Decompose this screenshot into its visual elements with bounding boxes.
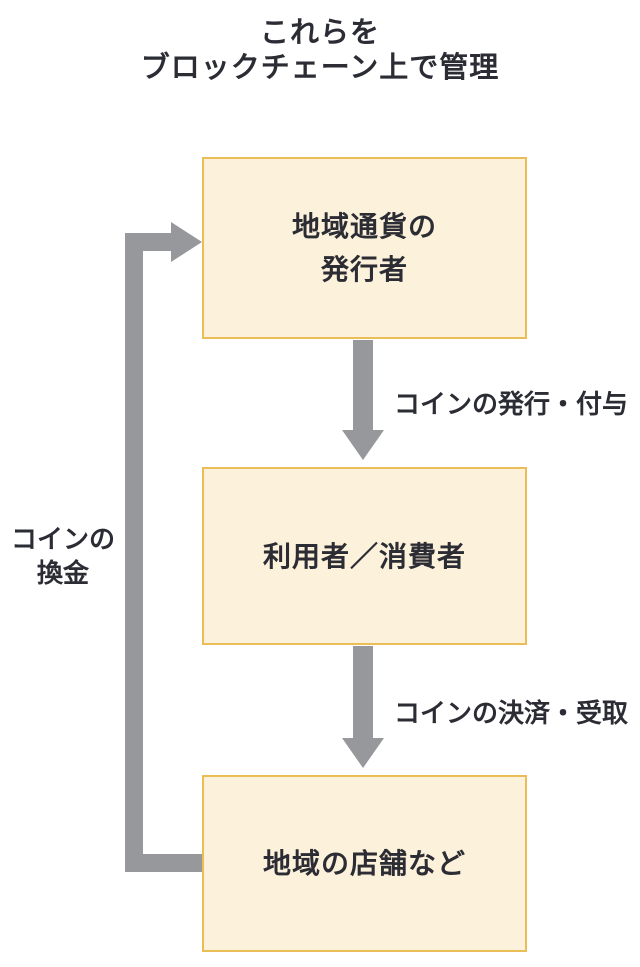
edge-label-coin-redemption-line-2: 換金	[36, 558, 89, 588]
edge-label-coin-redemption: コインの 換金	[8, 522, 118, 590]
arrow-coin-settlement	[342, 646, 384, 768]
node-issuer: 地域通貨の 発行者	[202, 157, 527, 339]
node-issuer-label-line-1: 地域通貨の	[291, 211, 437, 242]
edge-label-coin-issue: コインの発行・付与	[394, 389, 629, 419]
arrow-coin-issue	[342, 340, 384, 460]
node-issuer-label-line-2: 発行者	[320, 254, 408, 285]
diagram-title: これらを ブロックチェーン上で管理	[0, 16, 640, 86]
node-consumer: 利用者／消費者	[202, 467, 527, 645]
edge-label-coin-redemption-line-1: コインの	[10, 524, 115, 554]
arrow-coin-redemption	[125, 222, 202, 872]
node-issuer-label: 地域通貨の 発行者	[292, 205, 437, 291]
title-line-1: これらを	[259, 17, 380, 49]
title-line-2: ブロックチェーン上で管理	[140, 52, 500, 84]
edge-label-coin-settlement: コインの決済・受取	[394, 698, 629, 728]
node-shops-label: 地域の店舗など	[262, 848, 466, 879]
node-consumer-label: 利用者／消費者	[262, 540, 466, 572]
node-shops: 地域の店舗など	[202, 775, 527, 952]
